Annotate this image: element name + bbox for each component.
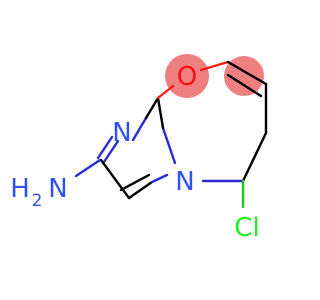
- amine-group: H 2 N: [10, 174, 68, 211]
- bond-o-c: [199, 60, 230, 72]
- bond-n1-ringC-b: [96, 135, 114, 160]
- bond-c-cdouble-a: [226, 60, 268, 86]
- bond-ch-ch-b: [119, 173, 151, 192]
- atom-oxygen: O: [177, 62, 197, 92]
- oxygen-highlight: [165, 54, 209, 98]
- bond-c8a-top: [156, 96, 165, 130]
- atom-chlorine: Cl: [234, 213, 259, 243]
- bond-c2-nh2: [74, 158, 102, 178]
- atom-labels: O N N H 2 N Cl: [10, 62, 259, 243]
- bonds: [74, 60, 268, 209]
- bond-c-ch: [99, 158, 131, 200]
- atom-nitrogen-imine: N: [112, 118, 131, 148]
- atom-nitrogen-bridge: N: [175, 167, 194, 197]
- amine-hydrogen: H: [10, 174, 30, 204]
- bond-c-cdouble-b: [226, 73, 263, 98]
- amine-nitrogen: N: [48, 174, 67, 204]
- bond-n1-ringC-a: [102, 139, 120, 164]
- bond-c-n4: [150, 173, 169, 184]
- molecule-structure: O N N H 2 N Cl: [10, 54, 268, 243]
- bond-n4-c8a: [161, 126, 177, 165]
- bond-n1-c2: [131, 116, 148, 142]
- bond-c8a-o: [156, 84, 175, 100]
- bond-c2-c2top: [144, 96, 160, 120]
- bond-ch-ch-a: [127, 180, 154, 200]
- bond-c-ch: [241, 131, 268, 183]
- amine-subscript: 2: [32, 191, 43, 211]
